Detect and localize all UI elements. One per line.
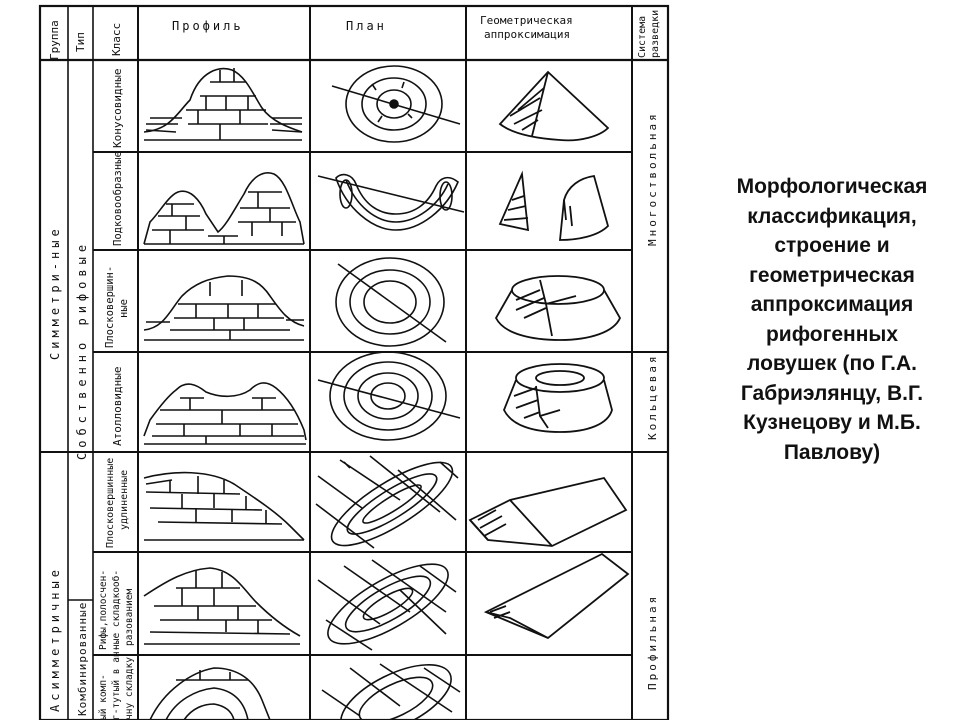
system-multi: Многоствольная	[646, 111, 659, 246]
approx-prism-fold	[483, 552, 630, 640]
profile-fold	[143, 567, 301, 645]
plan-fold	[317, 559, 457, 651]
system-profile: Профильная	[646, 594, 659, 690]
type-combined: Комбинированные	[76, 602, 89, 716]
approx-horseshoe-pieces	[498, 170, 610, 241]
class-label: ый комп-	[98, 674, 109, 720]
type-reef-proper: Собственно рифовые	[75, 240, 89, 460]
plan-complex	[321, 663, 461, 720]
profile-complex-fold	[149, 667, 271, 720]
class-label: Плосковершин-	[104, 266, 116, 348]
plan-concentric-3	[335, 257, 447, 347]
header-profile: Профиль	[172, 19, 244, 33]
class-label: Рифы,полосчен-	[98, 570, 109, 650]
profile-horseshoe	[143, 172, 305, 245]
class-label: разованием	[124, 589, 135, 646]
header-type: Тип	[74, 32, 87, 52]
plan-elongated	[315, 455, 459, 549]
table-headers: Группа Тип Класс Профиль План Геометриче…	[48, 10, 661, 60]
approx-prism-elongated	[468, 476, 628, 547]
class-label: г-тутый в ан-	[111, 646, 122, 720]
group-symmetric: Симметри-ные	[48, 225, 62, 360]
header-class: Класс	[110, 23, 123, 56]
profile-drawings	[143, 67, 307, 720]
class-label: ные	[118, 299, 130, 318]
plan-horseshoe	[317, 173, 465, 231]
profile-atoll	[143, 382, 307, 445]
header-group: Группа	[48, 20, 61, 60]
plan-drawings	[315, 65, 465, 720]
vertical-labels: Симметри-ные Асимметричные Собственно ри…	[48, 111, 659, 716]
caption-line: геометрическая	[749, 263, 915, 287]
caption-line: рифогенных	[765, 322, 899, 346]
header-approx-1: Геометрическая	[480, 14, 573, 27]
profile-elongated	[143, 471, 305, 541]
approx-atoll	[503, 363, 613, 433]
approx-cone	[498, 70, 610, 142]
caption-line: классификация,	[747, 204, 917, 228]
header-approx-2: аппроксимация	[484, 28, 570, 41]
caption-line: аппроксимация	[750, 293, 914, 316]
system-ring: Кольцевая	[646, 353, 659, 440]
caption-line: строение и	[774, 234, 890, 257]
class-label: ные складкооб-	[111, 570, 122, 650]
group-asymmetric: Асимметричные	[48, 566, 62, 712]
plan-concentric-1	[331, 65, 461, 143]
class-labels: Конусовидные Подковообразные Плосковерши…	[98, 69, 135, 720]
header-system-2: разведки	[650, 10, 661, 58]
table-grid	[38, 4, 670, 720]
approx-drawings	[468, 70, 630, 640]
class-label: удлиненные	[119, 470, 130, 530]
plan-concentric-4	[317, 351, 461, 441]
profile-cone	[143, 67, 303, 141]
class-label: Плосковершинные	[105, 458, 116, 548]
class-label: Атолловидные	[111, 367, 124, 446]
caption-line: Габриэлянцу, В.Г.	[740, 381, 924, 405]
caption-line: ловушек (по Г.А.	[747, 352, 917, 375]
header-plan: План	[346, 19, 387, 33]
caption-line: Морфологическая	[736, 175, 928, 198]
caption-line: Кузнецову и М.Б.	[743, 411, 921, 434]
figure-caption: Морфологическая классификация, строение …	[712, 172, 952, 467]
class-label: Конусовидные	[111, 69, 124, 148]
profile-flat-top	[143, 275, 305, 341]
caption-line: Павлову)	[783, 440, 881, 464]
class-label: чну складку	[124, 657, 135, 720]
approx-flat-cone	[494, 275, 622, 341]
header-system-1: Система	[637, 16, 648, 58]
class-label: Подковообразные	[112, 151, 124, 246]
